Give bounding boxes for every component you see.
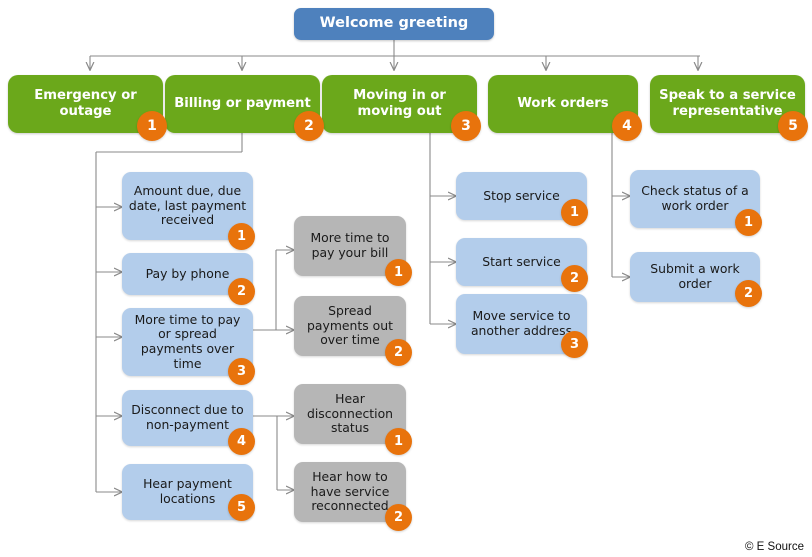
badge-category-5: 5 [778,111,808,141]
badge-billing-5: 5 [228,494,255,521]
badge-billing-2: 2 [228,278,255,305]
node-moving-start-service[interactable]: Start service [456,238,587,286]
node-label: Stop service [483,187,560,203]
badge-category-4: 4 [612,111,642,141]
node-label: Speak to a service representative [659,88,796,119]
node-label: Hear payment locations [143,476,232,506]
node-label: Check status of a work order [641,183,749,213]
node-label: Moving in or moving out [353,88,446,119]
badge-disconnect-1: 1 [385,428,412,455]
node-label: Hear how to have service reconnected [310,469,390,514]
node-welcome-greeting[interactable]: Welcome greeting [294,8,494,40]
badge-more-time-2: 2 [385,339,412,366]
node-label: Move service to another address [470,308,573,338]
node-label: Billing or payment [174,96,311,112]
badge-moving-3: 3 [561,331,588,358]
node-category-work-orders[interactable]: Work orders [488,75,638,133]
node-label: Welcome greeting [319,15,469,32]
badge-work-order-2: 2 [735,280,762,307]
node-label: Amount due, due date, last payment recei… [128,183,247,228]
node-label: More time to pay or spread payments over… [134,311,241,371]
badge-billing-4: 4 [228,428,255,455]
badge-work-order-1: 1 [735,209,762,236]
badge-billing-3: 3 [228,358,255,385]
node-label: Work orders [517,96,609,112]
node-label: More time to pay your bill [310,230,390,260]
badge-moving-2: 2 [561,265,588,292]
badge-category-2: 2 [294,111,324,141]
node-label: Pay by phone [145,265,230,281]
badge-disconnect-2: 2 [385,504,412,531]
node-label: Start service [482,253,561,269]
node-moving-move-to-another-address[interactable]: Move service to another address [456,294,587,354]
node-label: Disconnect due to non-payment [131,402,244,432]
node-hear-disconnection-status[interactable]: Hear disconnection status [294,384,406,444]
copyright-footer: © E Source [745,541,804,553]
badge-more-time-1: 1 [385,259,412,286]
badge-category-1: 1 [137,111,167,141]
node-label: Emergency or outage [34,88,137,119]
badge-category-3: 3 [451,111,481,141]
node-label: Spread payments out over time [307,303,393,348]
badge-moving-1: 1 [561,199,588,226]
node-label: Hear disconnection status [306,391,394,436]
badge-billing-1: 1 [228,223,255,250]
node-label: Submit a work order [650,261,740,291]
